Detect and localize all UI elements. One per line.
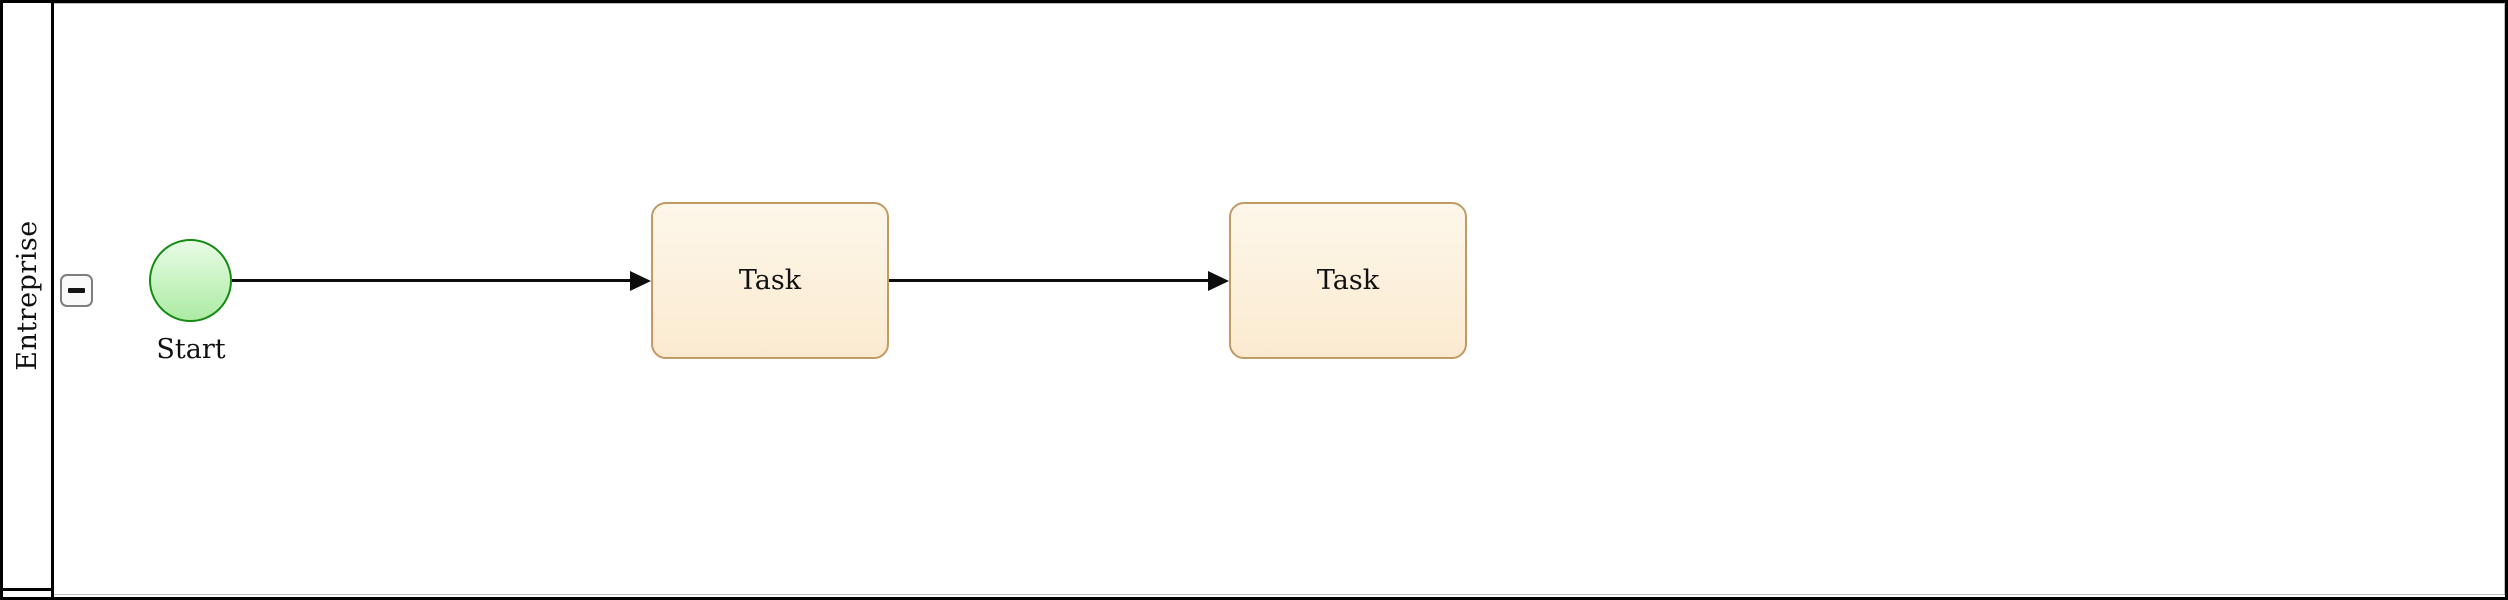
task-1-label: Task [738, 265, 802, 296]
task-node-2[interactable]: Task [1229, 202, 1467, 359]
sequence-flow-1-line [232, 279, 632, 282]
task-node-1[interactable]: Task [651, 202, 889, 359]
start-event-label: Start [156, 334, 226, 365]
sequence-flow-2-line [889, 279, 1210, 282]
pool-lane-header[interactable]: Entreprise [3, 3, 51, 591]
arrowhead-icon [630, 270, 651, 291]
start-event-node[interactable] [149, 239, 232, 322]
minus-icon [68, 288, 85, 293]
pool-collapse-button[interactable] [60, 274, 93, 307]
task-2-label: Task [1316, 265, 1380, 296]
pool-lane-label: Entreprise [11, 220, 43, 371]
arrowhead-icon [1208, 270, 1229, 291]
pool-lane-divider [51, 3, 54, 597]
